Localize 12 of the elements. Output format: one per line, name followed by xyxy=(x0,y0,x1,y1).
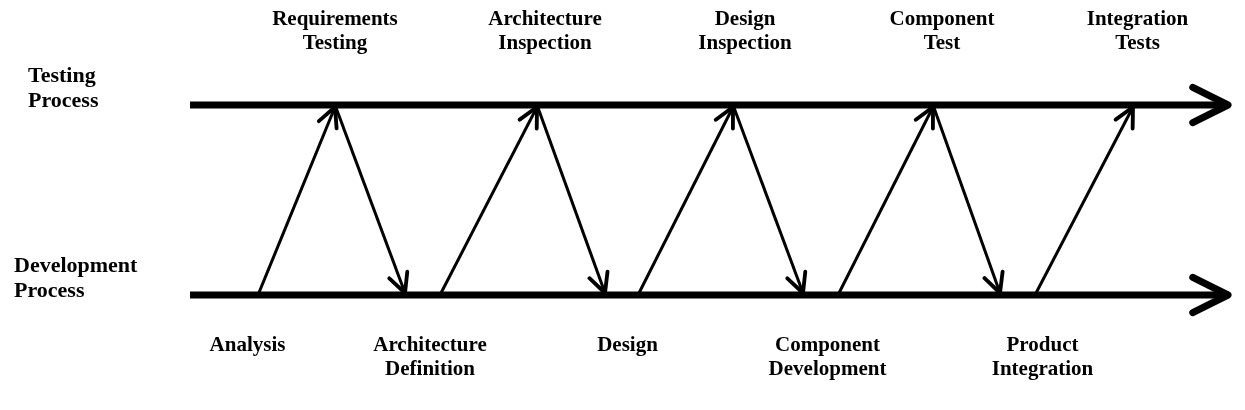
stage-label: Integration Tests xyxy=(1075,6,1200,55)
stage-label: Design Inspection xyxy=(675,6,815,55)
stage-label: Component Development xyxy=(740,332,915,381)
stage-label: Architecture Definition xyxy=(345,332,515,381)
stage-label: Design xyxy=(580,332,675,357)
process-title: Testing Process xyxy=(28,62,186,113)
stage-label: Architecture Inspection xyxy=(465,6,625,55)
stage-label: Analysis xyxy=(190,332,305,357)
process-title: Development Process xyxy=(14,252,186,303)
stage-label: Component Test xyxy=(877,6,1007,55)
stage-label: Requirements Testing xyxy=(250,6,420,55)
stage-label: Product Integration xyxy=(965,332,1120,381)
